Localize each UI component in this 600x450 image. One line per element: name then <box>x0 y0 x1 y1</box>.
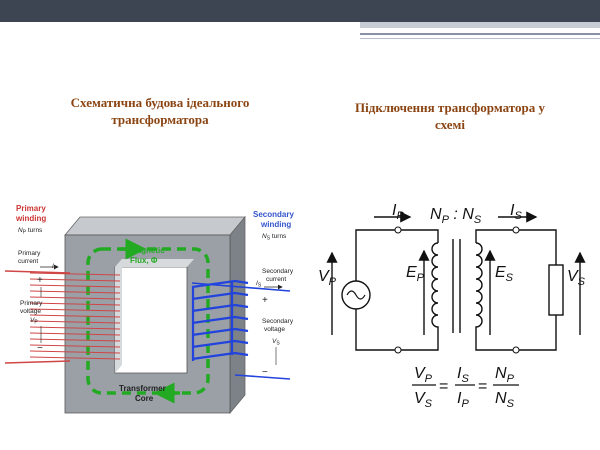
flux-label-2: Flux, Φ <box>130 256 158 265</box>
secondary-lead-top <box>191 282 291 292</box>
load-resistor <box>548 264 564 316</box>
formula-ns: NS <box>495 390 515 410</box>
formula-eq-1: = <box>439 378 448 395</box>
right-title-line-1: Підключення трансформатора у <box>355 100 545 115</box>
ac-wave-icon <box>346 290 366 300</box>
right-title-line-2: схемі <box>434 117 465 132</box>
primary-voltage-label: Primary <box>20 300 43 307</box>
primary-minus: − <box>37 343 43 354</box>
core-window-side <box>115 259 122 373</box>
secondary-voltage-symbol: VS <box>272 338 280 347</box>
left-title-line-2: трансформатора <box>111 112 209 127</box>
header-line-2 <box>360 38 600 39</box>
left-slide-title: Схематична будова ідеального трансформат… <box>40 94 280 128</box>
flux-label: Magnetic <box>130 246 165 255</box>
primary-coil <box>431 242 439 331</box>
secondary-voltage-label: Secondary <box>262 318 294 325</box>
core-label: Transformer <box>119 384 166 393</box>
primary-plus: + <box>37 275 43 286</box>
secondary-winding-label-2: winding <box>260 220 291 229</box>
secondary-minus: − <box>262 367 268 378</box>
secondary-turns-label: NS turns <box>262 233 287 242</box>
primary-lead-top <box>4 270 71 274</box>
core-top-face <box>64 216 246 236</box>
transformer-circuit-diagram: IP IS NP : NS VP EP ES VS VP VS = IS IP … <box>318 202 586 410</box>
primary-voltage-label-2: voltage <box>20 308 41 315</box>
right-slide-title: Підключення трансформатора у схемі <box>330 99 570 133</box>
secondary-current-label: Secondary <box>262 268 294 275</box>
primary-winding-label-2: winding <box>15 214 46 223</box>
es-label: ES <box>495 264 514 284</box>
transformer-core-diagram: Primary winding NP turns Primary current… <box>4 204 294 415</box>
core-label-2: Core <box>135 394 154 403</box>
turns-ratio-label: NP : NS <box>430 206 482 226</box>
ip-label: IP <box>392 202 404 222</box>
secondary-winding-label: Secondary <box>253 210 294 219</box>
primary-current-label: Primary <box>18 250 41 257</box>
secondary-current-symbol: IS <box>256 280 262 289</box>
formula-vs: VS <box>414 390 433 410</box>
terminal-s-top <box>512 226 520 234</box>
vp-label: VP <box>318 268 337 288</box>
header-accent <box>360 22 600 28</box>
primary-voltage-symbol: VP <box>30 317 38 326</box>
primary-turns-label: NP turns <box>18 227 43 236</box>
terminal-p-top <box>394 226 402 234</box>
terminal-s-bottom <box>512 346 520 354</box>
secondary-current-label-2: current <box>266 276 286 283</box>
transformer-ratio-formula: VP VS = IS IP = NP NS <box>412 365 519 410</box>
vs-label: VS <box>567 268 586 288</box>
primary-winding <box>29 272 121 360</box>
formula-vp: VP <box>414 365 433 385</box>
terminal-p-bottom <box>394 346 402 354</box>
formula-ip: IP <box>457 390 469 410</box>
formula-is: IS <box>457 365 469 385</box>
ep-label: EP <box>406 264 425 284</box>
primary-lead-bottom <box>4 360 71 364</box>
secondary-winding <box>191 279 249 361</box>
secondary-coil <box>475 242 483 331</box>
formula-np: NP <box>495 365 515 385</box>
formula-eq-2: = <box>478 378 487 395</box>
core-window-inner <box>115 259 194 267</box>
left-title-line-1: Схематична будова ідеального <box>70 95 250 110</box>
secondary-plus: + <box>262 295 268 306</box>
secondary-lead-bottom <box>234 374 291 380</box>
secondary-wire <box>475 229 557 351</box>
secondary-voltage-label-2: voltage <box>264 326 285 333</box>
is-label: IS <box>510 202 522 222</box>
header-line <box>360 33 600 35</box>
primary-winding-label: Primary <box>16 204 46 213</box>
header-bar <box>0 0 600 22</box>
primary-current-label-2: current <box>18 258 38 265</box>
